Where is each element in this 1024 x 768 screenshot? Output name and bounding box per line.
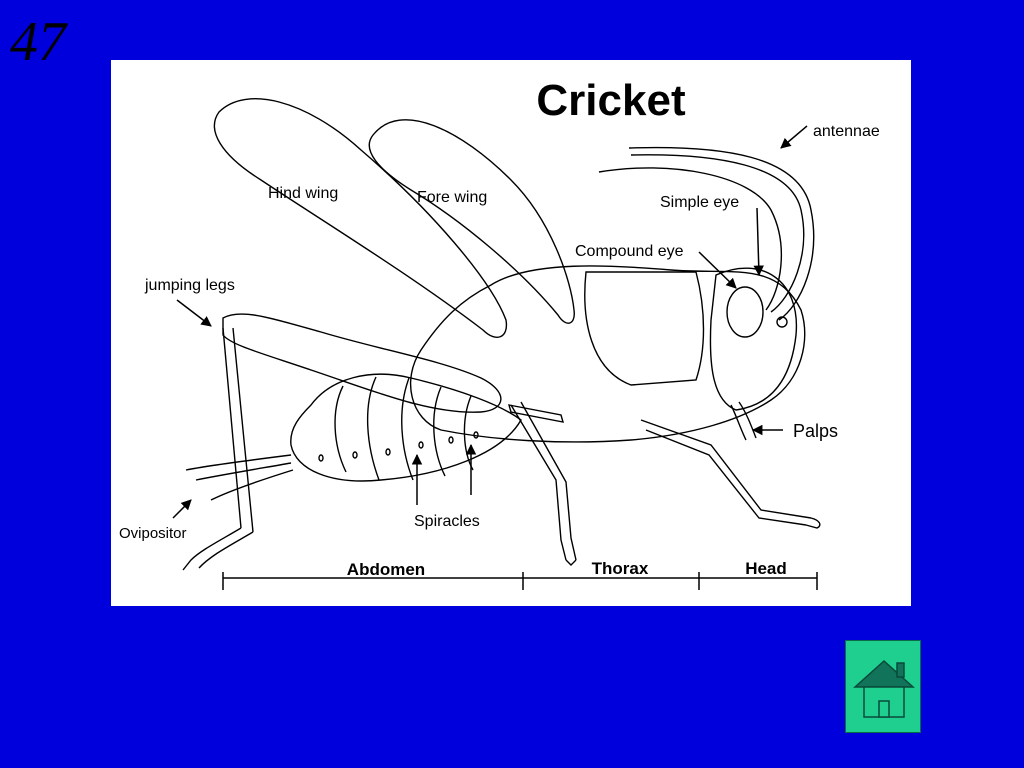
home-icon (853, 659, 915, 718)
label-simple-eye: Simple eye (660, 194, 739, 211)
slide-number: 47 (10, 11, 66, 73)
label-compound-eye: Compound eye (575, 243, 684, 260)
label-antennae: antennae (813, 123, 880, 140)
cricket-outline (182, 98, 821, 571)
label-ovipositor: Ovipositor (119, 525, 187, 542)
region-thorax: Thorax (592, 559, 649, 578)
label-spiracles: Spiracles (414, 513, 480, 530)
cricket-diagram: Cricket (111, 60, 911, 606)
region-abdomen: Abdomen (347, 560, 425, 579)
label-palps: Palps (793, 421, 838, 441)
cricket-illustration: Cricket (119, 76, 880, 590)
label-hind-wing: Hind wing (268, 185, 338, 202)
diagram-title: Cricket (536, 76, 686, 125)
label-arrows (172, 125, 808, 519)
region-head: Head (745, 559, 787, 578)
home-button[interactable] (845, 640, 921, 733)
label-jumping-legs: jumping legs (144, 277, 235, 294)
region-scale-bar (222, 572, 818, 590)
label-fore-wing: Fore wing (417, 189, 487, 206)
